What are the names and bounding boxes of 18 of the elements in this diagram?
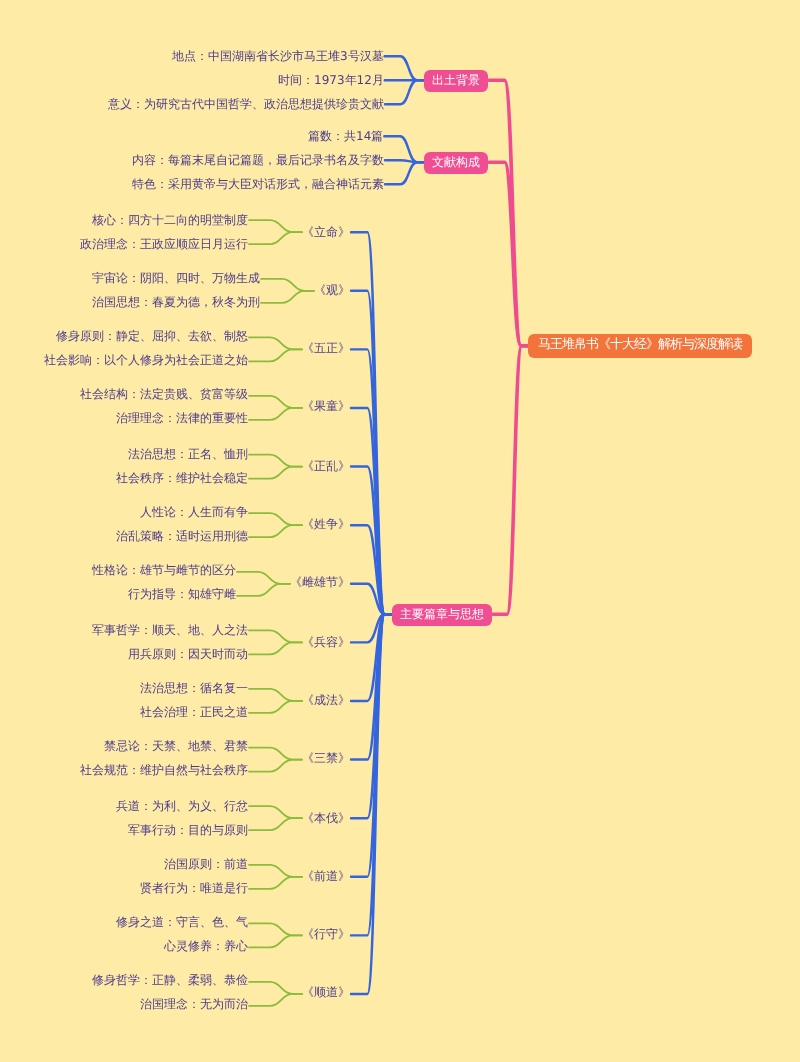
connector-line	[383, 79, 426, 106]
connector-line	[248, 758, 303, 773]
connector-line	[248, 993, 303, 1007]
connector-line	[248, 934, 303, 949]
connector-line	[491, 343, 530, 616]
connector-line	[248, 465, 303, 480]
connector-line	[349, 613, 394, 996]
connector-line	[248, 524, 303, 539]
connector-line	[260, 289, 315, 304]
connector-line	[248, 407, 303, 421]
connector-line	[383, 161, 426, 186]
connector-line	[248, 348, 303, 363]
connector-line	[248, 231, 303, 246]
connector-line	[248, 817, 303, 832]
connector-line	[248, 641, 303, 656]
connector-line	[236, 582, 291, 597]
connector-line	[248, 875, 303, 890]
connector-line	[248, 700, 303, 714]
